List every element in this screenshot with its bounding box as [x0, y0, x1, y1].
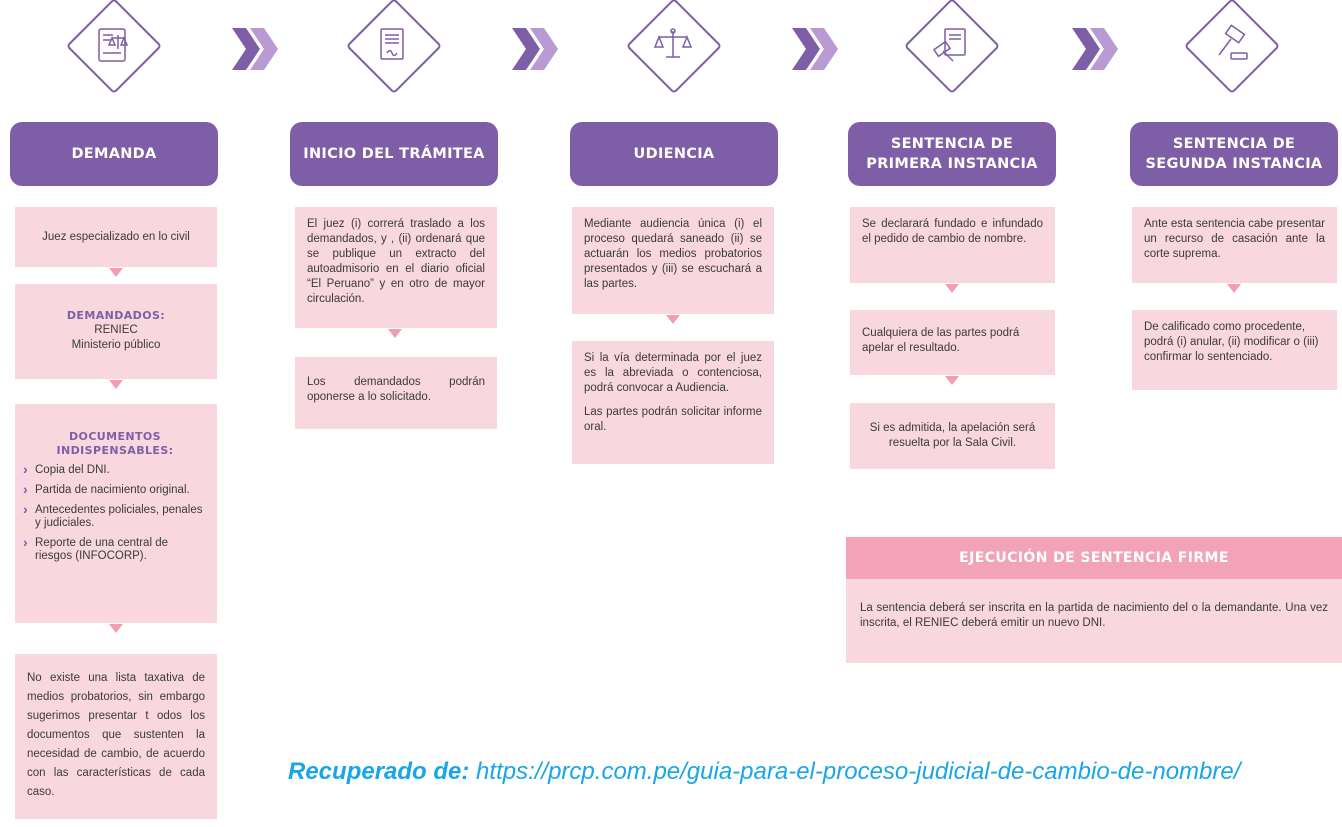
audiencia-box-2: Si la vía determinada por el juez es la …	[572, 341, 774, 464]
down-arrow	[945, 284, 959, 293]
inicio-text-2: Los demandados podrán oponerse a lo soli…	[307, 376, 485, 403]
list-item: Copia del DNI.	[23, 463, 207, 477]
hammer-document-icon	[932, 28, 966, 62]
primera-box-2: Cualquiera de las partes podrá apelar el…	[850, 310, 1055, 375]
demanda-juez-box: Juez especializado en lo civil	[15, 207, 217, 267]
primera-box-3: Si es admitida, la apelación será resuel…	[850, 403, 1055, 469]
inicio-box-2: Los demandados podrán oponerse a lo soli…	[295, 357, 497, 429]
demandado-1: RENIEC	[94, 324, 138, 336]
list-item: Antecedentes policiales, penales y judic…	[23, 503, 207, 530]
scales-of-justice-icon	[653, 28, 693, 58]
source-citation: Recuperado de: https://prcp.com.pe/guia-…	[288, 758, 1240, 786]
down-arrow	[388, 329, 402, 338]
stage-header-primera: SENTENCIA DE PRIMERA INSTANCIA	[848, 122, 1056, 186]
stage-header-audiencia: UDIENCIA	[570, 122, 778, 186]
segunda-text-1: Ante esta sentencia cabe presentar un re…	[1144, 218, 1325, 260]
demanda-juez-text: Juez especializado en lo civil	[42, 230, 190, 243]
audiencia-text-2a: Si la vía determinada por el juez es la …	[584, 352, 762, 394]
chevron-right-icon	[1072, 28, 1118, 70]
primera-text-1: Se declarará fundado e infundado el pedi…	[862, 218, 1043, 245]
primera-text-3: Si es admitida, la apelación será resuel…	[869, 422, 1036, 449]
down-arrow	[1227, 284, 1241, 293]
ejecucion-box: La sentencia deberá ser inscrita en la p…	[846, 579, 1342, 663]
audiencia-box-1: Mediante audiencia única (i) el proceso …	[572, 207, 774, 314]
scroll-scales-icon	[98, 28, 129, 62]
signed-document-icon	[380, 28, 404, 60]
inicio-text-1: El juez (i) correrá traslado a los deman…	[307, 218, 485, 305]
primera-text-2: Cualquiera de las partes podrá apelar el…	[862, 327, 1020, 354]
ejecucion-title: EJECUCIÓN DE SENTENCIA FIRME	[846, 537, 1342, 579]
source-label: Recuperado de:	[288, 758, 470, 785]
stage-header-demanda: DEMANDA	[10, 122, 218, 186]
segunda-box-2: De calificado como procedente, podrá (i)…	[1132, 310, 1337, 390]
down-arrow	[109, 380, 123, 389]
documentos-box: DOCUMENTOS INDISPENSABLES: Copia del DNI…	[15, 404, 217, 623]
inicio-box-1: El juez (i) correrá traslado a los deman…	[295, 207, 497, 328]
down-arrow	[109, 268, 123, 277]
gavel-icon	[1218, 24, 1248, 60]
ejecucion-text: La sentencia deberá ser inscrita en la p…	[860, 602, 1328, 629]
list-item: Partida de nacimiento original.	[23, 483, 207, 497]
documentos-title: DOCUMENTOS INDISPENSABLES:	[56, 430, 174, 457]
nota-box: No existe una lista taxativa de medios p…	[15, 654, 217, 819]
audiencia-text-1: Mediante audiencia única (i) el proceso …	[584, 218, 762, 290]
chevron-right-icon	[512, 28, 558, 70]
chevron-right-icon	[232, 28, 278, 70]
demandados-box: DEMANDADOS: RENIEC Ministerio público	[15, 284, 217, 379]
audiencia-text-2b: Las partes podrán solicitar informe oral…	[584, 406, 762, 433]
stage-header-inicio: INICIO DEL TRÁMITEA	[290, 122, 498, 186]
primera-box-1: Se declarará fundado e infundado el pedi…	[850, 207, 1055, 283]
segunda-box-1: Ante esta sentencia cabe presentar un re…	[1132, 207, 1337, 283]
list-item: Reporte de una central de riesgos (INFOC…	[23, 536, 207, 563]
nota-text: No existe una lista taxativa de medios p…	[27, 672, 205, 798]
chevron-right-icon	[792, 28, 838, 70]
documentos-list: Copia del DNI. Partida de nacimiento ori…	[23, 463, 207, 563]
source-url[interactable]: https://prcp.com.pe/guia-para-el-proceso…	[476, 758, 1241, 785]
demandados-title: DEMANDADOS:	[66, 309, 166, 322]
down-arrow	[109, 624, 123, 633]
down-arrow	[945, 376, 959, 385]
stage-header-segunda: SENTENCIA DE SEGUNDA INSTANCIA	[1130, 122, 1338, 186]
segunda-text-2: De calificado como procedente, podrá (i)…	[1144, 321, 1319, 363]
down-arrow	[666, 315, 680, 324]
demandado-2: Ministerio público	[71, 339, 161, 351]
